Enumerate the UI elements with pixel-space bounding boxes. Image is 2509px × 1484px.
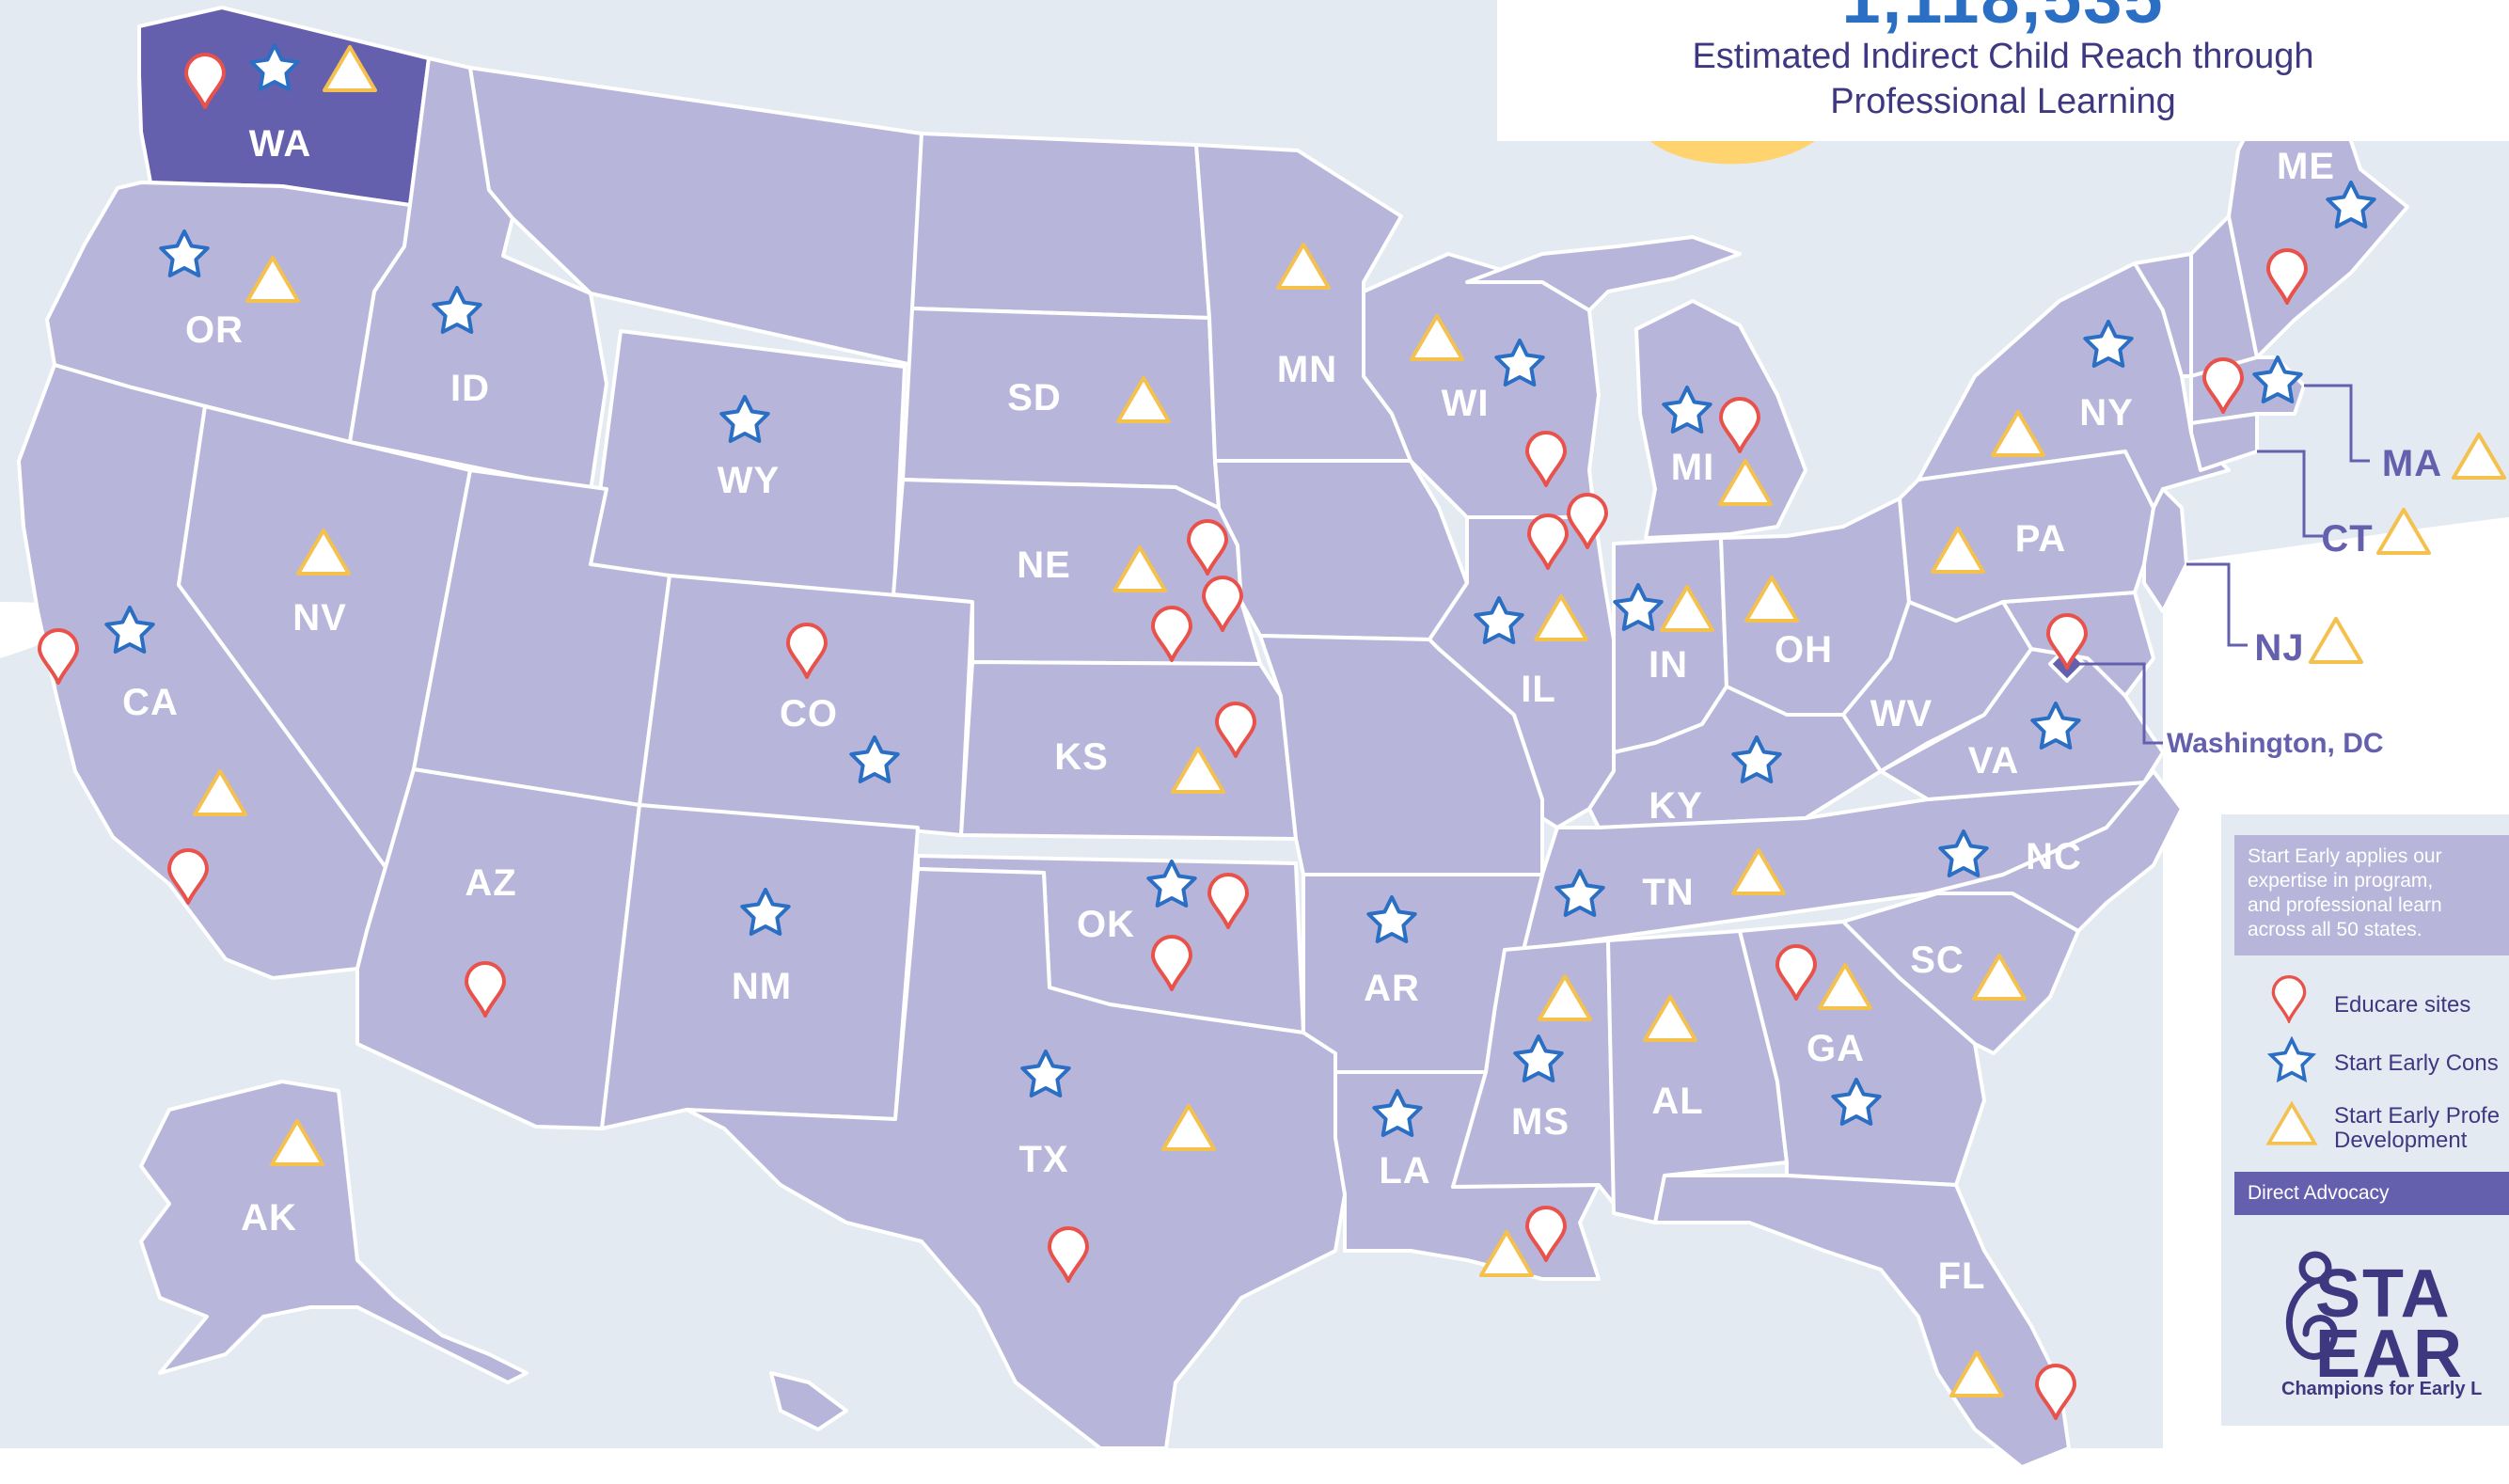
legend-advocacy: Direct Advocacy [2234,1172,2509,1215]
label-dc: Washington, DC [2167,728,2384,759]
label-sc: SC [1910,939,1965,981]
label-il: IL [1521,669,1556,710]
label-nj: NJ [2254,627,2304,669]
state-ia[interactable] [1213,459,1469,641]
legend-intro-line: expertise in program, [2248,870,2434,892]
legend-pin-icon [2271,975,2307,1023]
label-ne: NE [1017,545,1071,586]
legend-intro-line: Start Early applies our [2248,845,2442,867]
legend-pd-line-2: Development [2334,1128,2468,1153]
label-sd: SD [1007,377,1062,418]
legend-triangle-icon [2265,1100,2318,1145]
label-tn: TN [1642,872,1694,913]
label-or: OR [185,309,244,351]
label-la: LA [1379,1150,1430,1192]
label-pa: PA [2015,518,2067,560]
label-nc: NC [2026,836,2082,877]
legend-pd-line-1: Start Early Profe [2334,1103,2501,1129]
label-id: ID [450,368,490,409]
state-hi[interactable] [769,1371,848,1431]
state-ks[interactable] [959,660,1298,841]
reach-caption-line-2: Professional Learning [1830,82,2176,121]
label-wv: WV [1870,693,1933,734]
state-vt[interactable] [2133,252,2193,378]
label-ms: MS [1511,1101,1570,1143]
callout-nj [2186,562,2248,647]
start-early-logo [2285,1251,2338,1360]
label-ct: CT [2321,518,2373,560]
label-az: AZ [465,862,516,904]
label-ks: KS [1054,736,1109,778]
reach-stat-box: 1,118,535 Estimated Indirect Child Reach… [1497,0,2509,141]
legend-star-icon [2266,1036,2317,1083]
yellow-accent [1650,141,1815,165]
professional-development-triangle-icon[interactable] [2452,433,2506,480]
label-va: VA [1968,740,2020,781]
label-ma: MA [2382,443,2442,484]
label-oh: OH [1775,629,1833,671]
label-wa: WA [249,123,311,165]
legend-intro: Start Early applies our expertise in pro… [2234,835,2509,955]
state-nc[interactable] [1926,769,2184,933]
logo-wordmark-line-2: EAR [2315,1317,2465,1392]
label-ny: NY [2079,392,2134,434]
label-tx: TX [1018,1139,1068,1180]
label-me: ME [2277,146,2335,187]
legend-panel: Start Early applies our expertise in pro… [2221,814,2509,1426]
label-ky: KY [1649,785,1703,827]
label-nv: NV [292,597,347,639]
legend-intro-line: across all 50 states. [2248,919,2422,940]
callout-ma [2304,384,2370,463]
label-wy: WY [718,460,780,501]
legend-intro-line: and professional learn [2248,894,2442,916]
label-fl: FL [1938,1255,1986,1297]
state-nd[interactable] [910,132,1211,320]
label-ga: GA [1807,1028,1865,1069]
state-nj[interactable] [2142,487,2188,613]
state-ak[interactable] [139,1080,529,1384]
label-ak: AK [241,1197,297,1239]
reach-number: 1,118,535 [1497,0,2509,39]
logo-wordmark-line-1: STA [2315,1256,2452,1332]
reach-caption-line-1: Estimated Indirect Child Reach through [1692,37,2314,76]
label-mn: MN [1277,349,1337,390]
legend-pd-label: Start Early Profe Development [2334,1104,2500,1153]
state-mi-up[interactable] [1465,235,1742,312]
legend-educare-label: Educare sites [2334,992,2471,1018]
logo-tagline: Champions for Early L [2281,1379,2483,1399]
label-nm: NM [732,966,792,1007]
label-ca: CA [122,682,179,723]
label-in: IN [1649,644,1688,686]
callout-dc [2067,662,2163,745]
legend-consultation-label: Start Early Cons [2334,1050,2499,1076]
label-ok: OK [1077,904,1135,945]
label-ar: AR [1364,968,1420,1009]
label-al: AL [1651,1081,1703,1122]
state-ct[interactable] [2189,412,2259,472]
state-tx[interactable] [685,867,1347,1450]
callout-ct [2257,450,2323,538]
label-co: CO [780,693,838,734]
state-wa[interactable] [137,6,431,207]
label-mi: MI [1671,447,1714,488]
reach-caption: Estimated Indirect Child Reach through P… [1497,34,2509,124]
state-il[interactable] [1428,515,1616,829]
label-wi: WI [1442,383,1490,424]
